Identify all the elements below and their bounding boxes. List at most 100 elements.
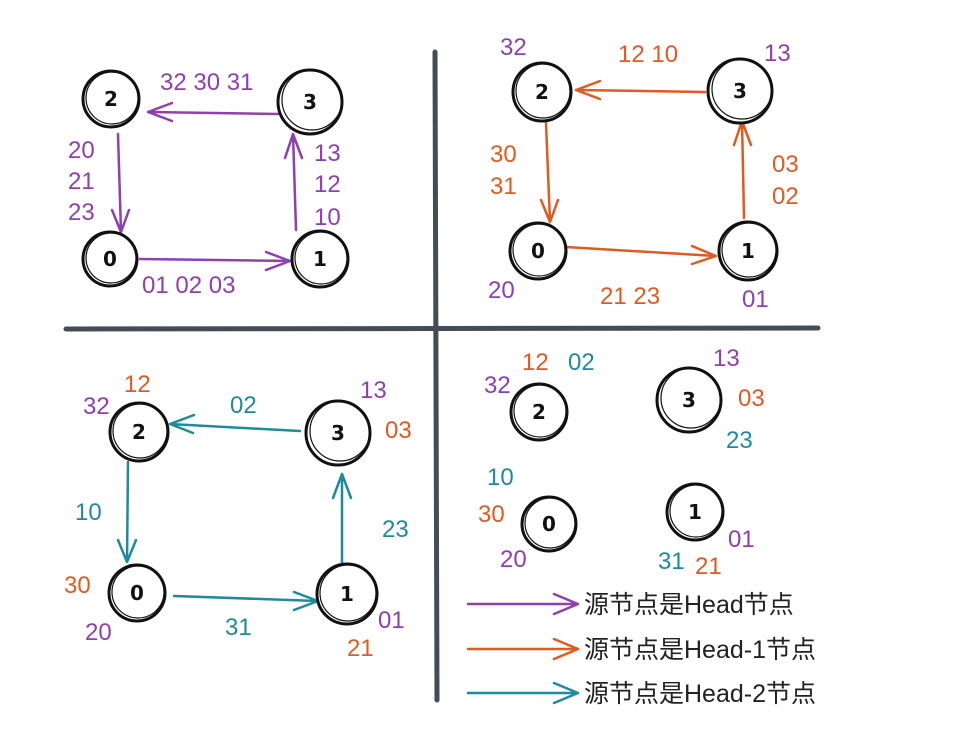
node-2-label: 2 <box>104 87 118 111</box>
node-3: 3 <box>276 68 344 136</box>
horizontal-divider <box>63 325 821 332</box>
node-0: 0 <box>107 563 167 623</box>
node-2: 2 <box>511 61 573 123</box>
edge-1-to-3 <box>283 132 304 232</box>
edge-3-to-2 <box>146 101 280 123</box>
tl-edge-0-1-label: 01 02 03 <box>142 272 235 299</box>
bl-node-0-label-head-1: 30 <box>64 572 91 599</box>
bl-node-3-label-head: 13 <box>360 377 387 404</box>
vertical-divider <box>432 49 440 703</box>
edge-2-to-0 <box>110 132 131 234</box>
bl-node-1-label-head: 01 <box>378 607 405 634</box>
node-0: 0 <box>81 230 139 288</box>
edge-2-to-0 <box>116 460 138 564</box>
quadrant-top-left: 2 3 0 1 32 30 31 20 21 23 13 12 10 01 02… <box>68 68 350 299</box>
bl-node-0-label-head: 20 <box>85 619 112 646</box>
legend-item-head: 源节点是Head节点 <box>466 591 794 619</box>
tr-edge-3-2-label: 12 10 <box>618 41 678 68</box>
edge-2-to-0 <box>539 121 560 224</box>
node-0: 0 <box>520 495 578 553</box>
edge-3-to-2 <box>574 79 707 101</box>
node-3: 3 <box>304 399 372 467</box>
edge-1-to-3 <box>732 119 753 220</box>
quadrant-top-right: 2 3 0 1 32 12 10 13 30 31 03 02 20 21 23… <box>488 34 799 313</box>
node-3-label: 3 <box>303 90 317 114</box>
node-1: 1 <box>665 482 725 542</box>
br-node-2-label-head: 32 <box>484 372 511 399</box>
bl-edge-1-3-label: 23 <box>382 516 409 543</box>
tr-edge-2-0-label-b: 31 <box>490 173 517 200</box>
bl-edge-2-0-label: 10 <box>75 499 102 526</box>
tl-edge-1-3-label-b: 12 <box>314 171 341 198</box>
bl-node-2-label-head-1: 12 <box>124 371 151 398</box>
tl-edge-1-3-label-a: 13 <box>314 140 341 167</box>
edge-0-to-1 <box>564 244 718 266</box>
tl-edge-1-3-label-c: 10 <box>314 204 341 231</box>
node-1-label: 1 <box>340 582 354 606</box>
br-node-0-label-head: 20 <box>500 546 527 573</box>
legend-label-head-2: 源节点是Head-2节点 <box>584 680 816 708</box>
tr-edge-2-0-label-a: 30 <box>490 141 517 168</box>
bl-edge-0-1-label: 31 <box>225 614 252 641</box>
node-0-label: 0 <box>103 247 117 271</box>
node-2: 2 <box>509 382 569 442</box>
br-node-0-label-head-2: 10 <box>487 464 514 491</box>
node-2-label: 2 <box>535 80 549 104</box>
tr-node-3-label: 13 <box>764 40 791 67</box>
legend-label-head-1: 源节点是Head-1节点 <box>584 636 816 664</box>
br-node-2-label-head-1: 12 <box>522 349 549 376</box>
legend-arrow-head-1 <box>466 637 580 661</box>
legend-arrow-head-2 <box>466 681 580 705</box>
legend: 源节点是Head节点 源节点是Head-1节点 源节点是Head-2节点 <box>466 591 816 708</box>
bl-node-3-label-head-1: 03 <box>385 417 412 444</box>
bl-node-2-label-head: 32 <box>83 393 110 420</box>
node-1-label: 1 <box>313 247 327 271</box>
tr-edge-1-3-label-b: 02 <box>772 183 799 210</box>
node-3-label: 3 <box>331 421 345 445</box>
node-1: 1 <box>315 562 379 626</box>
br-node-0-label-head-1: 30 <box>478 501 505 528</box>
node-3-label: 3 <box>733 79 747 103</box>
tr-edge-0-1-label: 21 23 <box>600 283 660 310</box>
br-node-2-label-head-2: 02 <box>568 349 595 376</box>
tl-edge-2-0-label-c: 23 <box>68 199 95 226</box>
br-node-1-label-head-1: 21 <box>695 553 722 580</box>
tr-node-0-label: 20 <box>488 277 515 304</box>
br-node-3-label-head-2: 23 <box>726 427 753 454</box>
node-2-label: 2 <box>132 420 146 444</box>
node-1-label: 1 <box>741 239 755 263</box>
edge-1-to-3 <box>331 472 353 566</box>
br-node-3-label-head: 13 <box>713 345 740 372</box>
bl-node-1-label-head-1: 21 <box>347 635 374 662</box>
node-1: 1 <box>290 229 350 289</box>
edge-0-to-1 <box>172 590 320 612</box>
tl-edge-2-0-label-b: 21 <box>68 168 95 195</box>
tl-edge-2-0-label-a: 20 <box>68 137 95 164</box>
node-3-label: 3 <box>682 388 696 412</box>
tr-edge-1-3-label-a: 03 <box>772 151 799 178</box>
br-node-3-label-head-1: 03 <box>738 385 765 412</box>
tl-edge-2-3-label: 32 30 31 <box>160 69 253 96</box>
node-3: 3 <box>706 57 774 125</box>
tr-node-2-label: 32 <box>500 34 527 61</box>
node-0: 0 <box>508 221 568 281</box>
node-2: 2 <box>108 401 170 463</box>
node-0-label: 0 <box>130 581 144 605</box>
br-node-1-label-head: 01 <box>728 526 755 553</box>
quadrant-bottom-right: 2 3 0 1 12 02 32 13 03 23 10 30 20 01 31… <box>478 345 765 580</box>
node-0-label: 0 <box>542 512 556 536</box>
tr-node-1-label: 01 <box>742 286 769 313</box>
legend-label-head: 源节点是Head节点 <box>584 591 794 619</box>
edge-3-to-2 <box>168 413 302 435</box>
legend-item-head-2: 源节点是Head-2节点 <box>466 680 816 708</box>
node-1: 1 <box>717 220 779 282</box>
node-2-label: 2 <box>532 400 546 424</box>
br-node-1-label-head-2: 31 <box>658 548 685 575</box>
node-3: 3 <box>655 366 723 434</box>
quadrant-bottom-left: 2 3 0 1 12 32 02 13 03 10 23 30 20 31 01… <box>64 371 412 662</box>
bl-edge-3-2-label: 02 <box>230 392 257 419</box>
legend-arrow-head <box>466 592 580 616</box>
node-0-label: 0 <box>531 239 545 263</box>
node-2: 2 <box>81 69 141 129</box>
